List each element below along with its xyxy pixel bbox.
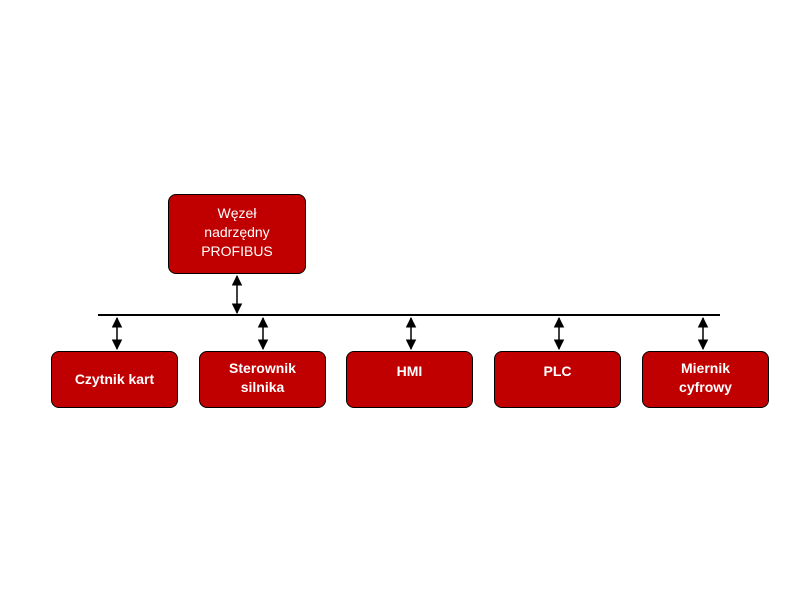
slave-node-label: Sterownik silnika — [229, 359, 296, 395]
slave-node-card-reader: Czytnik kart — [51, 351, 178, 408]
slave-node-digital-meter: Miernik cyfrowy — [642, 351, 769, 408]
slave-node-plc: PLC — [494, 351, 621, 408]
master-node: Węzeł nadrzędny PROFIBUS — [168, 194, 306, 274]
slave-node-label: HMI — [396, 363, 423, 379]
master-node-label: Węzeł nadrzędny PROFIBUS — [201, 204, 273, 259]
slave-node-label: Miernik cyfrowy — [679, 359, 732, 395]
slave-node-label: Czytnik kart — [74, 371, 155, 387]
slave-node-motor-controller: Sterownik silnika — [199, 351, 326, 408]
slave-node-hmi: HMI — [346, 351, 473, 408]
slave-node-label: PLC — [543, 363, 572, 379]
